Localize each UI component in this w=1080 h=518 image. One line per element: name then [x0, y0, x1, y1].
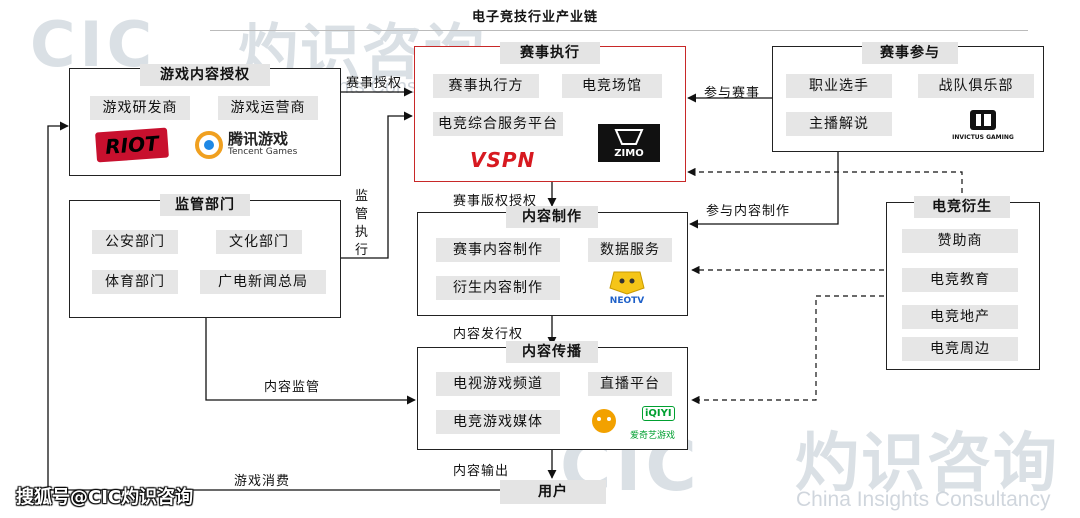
watermark-en-bottom: China Insights Consultancy	[796, 488, 1051, 511]
neotv-logo: NEOTV	[600, 268, 654, 308]
edge-label-license: 赛事授权	[346, 76, 403, 91]
zimo-icon	[614, 129, 644, 145]
node-sports-dept: 体育部门	[92, 270, 178, 294]
tencent-games-icon	[195, 131, 223, 159]
edge-label-participate-event: 参与赛事	[704, 86, 761, 101]
node-esports-real-estate: 电竞地产	[902, 305, 1018, 329]
box-game-licensing-header: 游戏内容授权	[140, 64, 270, 86]
node-esports-education: 电竞教育	[902, 268, 1018, 292]
tencent-games-logo: 腾讯游戏 Tencent Games	[194, 128, 324, 162]
edge-label-content-output: 内容输出	[453, 464, 510, 479]
box-event-execution-header: 赛事执行	[500, 42, 600, 64]
page-title: 电子竞技行业产业链	[472, 10, 599, 25]
node-esports-merchandise: 电竞周边	[902, 337, 1018, 361]
node-game-operator: 游戏运营商	[218, 96, 318, 120]
invictus-gaming-logo: INVICTUS GAMING	[948, 108, 1018, 148]
edge-label-game-consumption: 游戏消费	[234, 474, 291, 489]
live-platform-logo	[586, 406, 626, 446]
node-streamers: 主播解说	[786, 112, 892, 136]
title-rule	[210, 30, 1028, 31]
node-data-service: 数据服务	[588, 238, 672, 262]
node-culture-dept: 文化部门	[216, 230, 302, 254]
edge-label-content-supervision: 内容监管	[264, 380, 321, 395]
node-esports-media: 电竞游戏媒体	[436, 410, 560, 434]
watermark-cn-bottom: 灼识咨询	[795, 427, 1059, 501]
box-regulator	[69, 200, 341, 318]
node-tv-game-channel: 电视游戏频道	[436, 372, 560, 396]
node-derivative-content: 衍生内容制作	[436, 276, 560, 300]
node-pro-players: 职业选手	[786, 74, 892, 98]
node-service-platform: 电竞综合服务平台	[433, 112, 563, 136]
riot-logo: RIOT	[95, 127, 169, 163]
invictus-gaming-icon	[970, 110, 996, 130]
node-public-security: 公安部门	[92, 230, 178, 254]
box-esports-derivatives-header: 电竞衍生	[914, 196, 1010, 218]
node-esports-venue: 电竞场馆	[562, 74, 662, 98]
iqiyi-logo: iQIYI 爱奇艺游戏	[630, 406, 676, 441]
neotv-icon	[609, 271, 645, 295]
node-event-organizer: 赛事执行方	[433, 74, 539, 98]
box-content-production-header: 内容制作	[506, 206, 598, 228]
edge-label-distribution-rights: 内容发行权	[453, 327, 524, 342]
edge-label-supervise: 监管执行	[354, 189, 369, 258]
live-platform-icon	[592, 409, 616, 433]
zimo-logo: ZIMO	[598, 124, 660, 162]
node-game-developer: 游戏研发商	[90, 96, 190, 120]
node-press-bureau: 广电新闻总局	[200, 270, 326, 294]
footer-source: 搜狐号@CIC灼识咨询	[16, 487, 194, 508]
node-live-platform: 直播平台	[588, 372, 672, 396]
node-event-content: 赛事内容制作	[436, 238, 560, 262]
node-user: 用户	[500, 480, 606, 504]
node-sponsors: 赞助商	[902, 229, 1018, 253]
box-event-participation-header: 赛事参与	[862, 42, 958, 64]
box-regulator-header: 监管部门	[160, 194, 250, 216]
edge-label-participate-content: 参与内容制作	[706, 204, 791, 219]
node-team-clubs: 战队俱乐部	[918, 74, 1034, 98]
vspn-logo: VSPN	[470, 148, 536, 172]
box-content-distribution-header: 内容传播	[506, 341, 598, 363]
edge-label-media-rights: 赛事版权授权	[453, 194, 538, 209]
